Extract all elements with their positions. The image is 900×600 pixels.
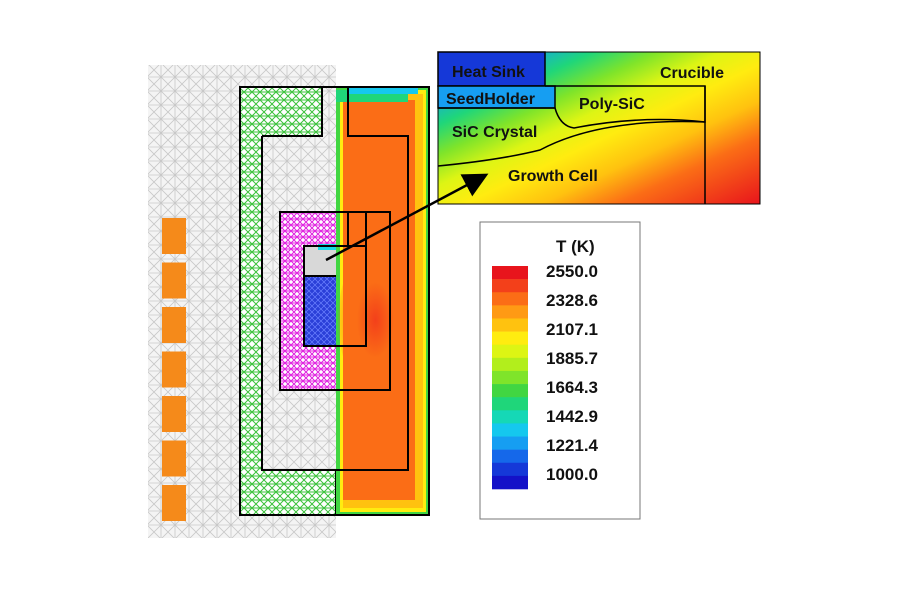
legend-swatch [492, 279, 528, 293]
legend-level-label: 2107.1 [546, 320, 598, 339]
legend-swatch [492, 423, 528, 437]
coil-block [162, 307, 186, 343]
induction-coil [162, 218, 186, 521]
temperature-field [336, 87, 429, 515]
legend-swatch [492, 397, 528, 411]
inset-panel: Heat Sink Crucible SeedHolder Poly-SiC S… [437, 51, 761, 205]
legend-level-label: 1664.3 [546, 378, 598, 397]
legend-swatch [492, 384, 528, 398]
crucible-mesh [280, 212, 336, 390]
structure-outlines [239, 86, 430, 516]
crucible-label: Crucible [660, 65, 724, 82]
coil-block [162, 396, 186, 432]
legend-swatch [492, 331, 528, 346]
legend-swatch [492, 462, 528, 477]
legend-title: T (K) [556, 237, 595, 256]
coil-block [162, 351, 186, 388]
legend-swatch [492, 449, 528, 464]
legend-swatch [492, 370, 528, 385]
legend-level-label: 1442.9 [546, 407, 598, 426]
legend-swatch [492, 305, 528, 319]
legend-swatch [492, 344, 528, 359]
zoom-arrow [325, 173, 489, 262]
legend-swatch [492, 436, 528, 450]
legend-level-label: 1000.0 [546, 465, 598, 484]
legend-level-label: 1221.4 [546, 436, 599, 455]
legend-level-label: 1885.7 [546, 349, 598, 368]
legend-level-label: 2328.6 [546, 291, 598, 310]
coil-block [162, 440, 186, 477]
legend-swatch [492, 410, 528, 424]
coil-block [162, 218, 186, 254]
legend-swatch [492, 292, 528, 306]
growth-cell-label: Growth Cell [508, 168, 598, 185]
poly-sic-label: Poly-SiC [579, 96, 645, 113]
legend-labels: 2550.0 2328.6 2107.1 1885.7 1664.3 1442.… [546, 262, 599, 484]
temperature-legend: T (K) 2550.0 2328.6 2107.1 1885.7 1664.3… [479, 221, 641, 520]
legend-swatch [492, 357, 528, 372]
coil-block [162, 262, 186, 299]
legend-swatch [492, 266, 528, 280]
coil-block [162, 485, 186, 521]
seed-holder-label: SeedHolder [446, 91, 535, 108]
sic-crystal-label: SiC Crystal [452, 124, 537, 141]
legend-swatch [492, 475, 528, 490]
heat-sink-label: Heat Sink [452, 64, 525, 81]
legend-swatches [492, 266, 528, 490]
legend-level-label: 2550.0 [546, 262, 598, 281]
legend-swatch [492, 318, 528, 332]
